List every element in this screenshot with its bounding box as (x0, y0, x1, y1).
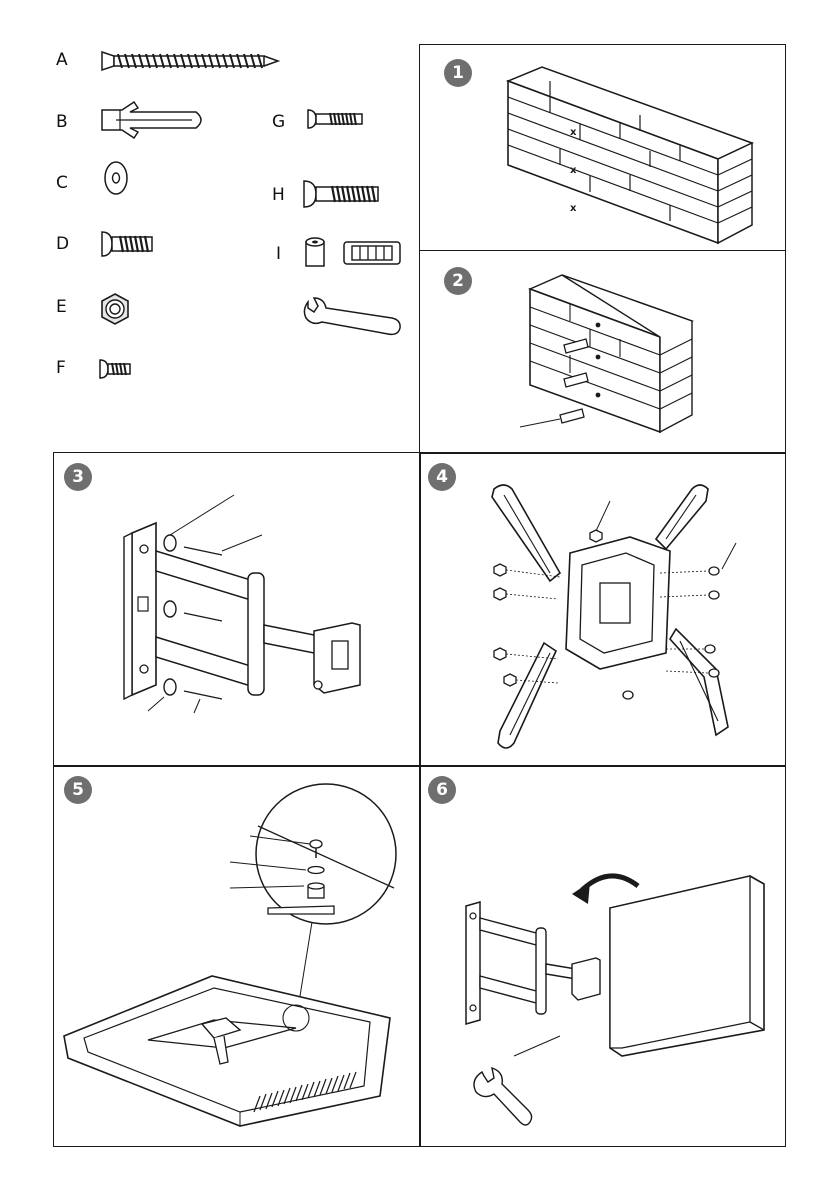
step-1-panel: 1 x x x (419, 44, 786, 251)
bolt-icon (100, 228, 160, 260)
tv-hanging-illustration (450, 846, 780, 1136)
svg-text:x: x (570, 127, 577, 138)
step-2-badge: 2 (444, 267, 472, 295)
step-3-panel: 3 (53, 452, 421, 767)
lock-nut-icon (98, 292, 132, 326)
long-machine-screw-icon (302, 178, 384, 210)
part-d-label: D (56, 234, 69, 254)
wrench-icon (300, 296, 404, 340)
part-a-label: A (56, 50, 68, 70)
vesa-bracket-assembly-illustration (470, 473, 770, 763)
part-h-label: H (272, 185, 285, 205)
svg-text:x: x (570, 165, 577, 176)
brick-wall-illustration: x x x (500, 65, 760, 245)
part-b-label: B (56, 112, 68, 132)
washer-icon (98, 160, 134, 196)
step-6-badge: 6 (428, 776, 456, 804)
step-1-badge: 1 (444, 59, 472, 87)
step-6-panel: 6 (419, 765, 786, 1147)
long-wood-screw-icon (100, 46, 285, 76)
part-i-label: I (276, 244, 281, 264)
wall-anchor-icon (100, 100, 210, 140)
part-g-label: G (272, 112, 285, 132)
tv-back-bracket-attachment-illustration (64, 796, 414, 1141)
part-c-label: C (56, 173, 68, 193)
wall-plate-mounting-illustration (114, 489, 434, 759)
machine-screw-icon (306, 108, 368, 130)
step-4-badge: 4 (428, 463, 456, 491)
part-e-label: E (56, 297, 67, 317)
part-f-label: F (56, 358, 66, 378)
step-2-panel: 2 (419, 250, 786, 454)
step-3-badge: 3 (64, 463, 92, 491)
wall-anchor-installation-illustration (510, 267, 790, 452)
svg-text:x: x (570, 203, 577, 214)
spacer-icon (300, 236, 405, 272)
step-5-panel: 5 (53, 765, 421, 1147)
short-bolt-icon (98, 358, 138, 380)
step-4-panel: 4 (419, 452, 786, 767)
